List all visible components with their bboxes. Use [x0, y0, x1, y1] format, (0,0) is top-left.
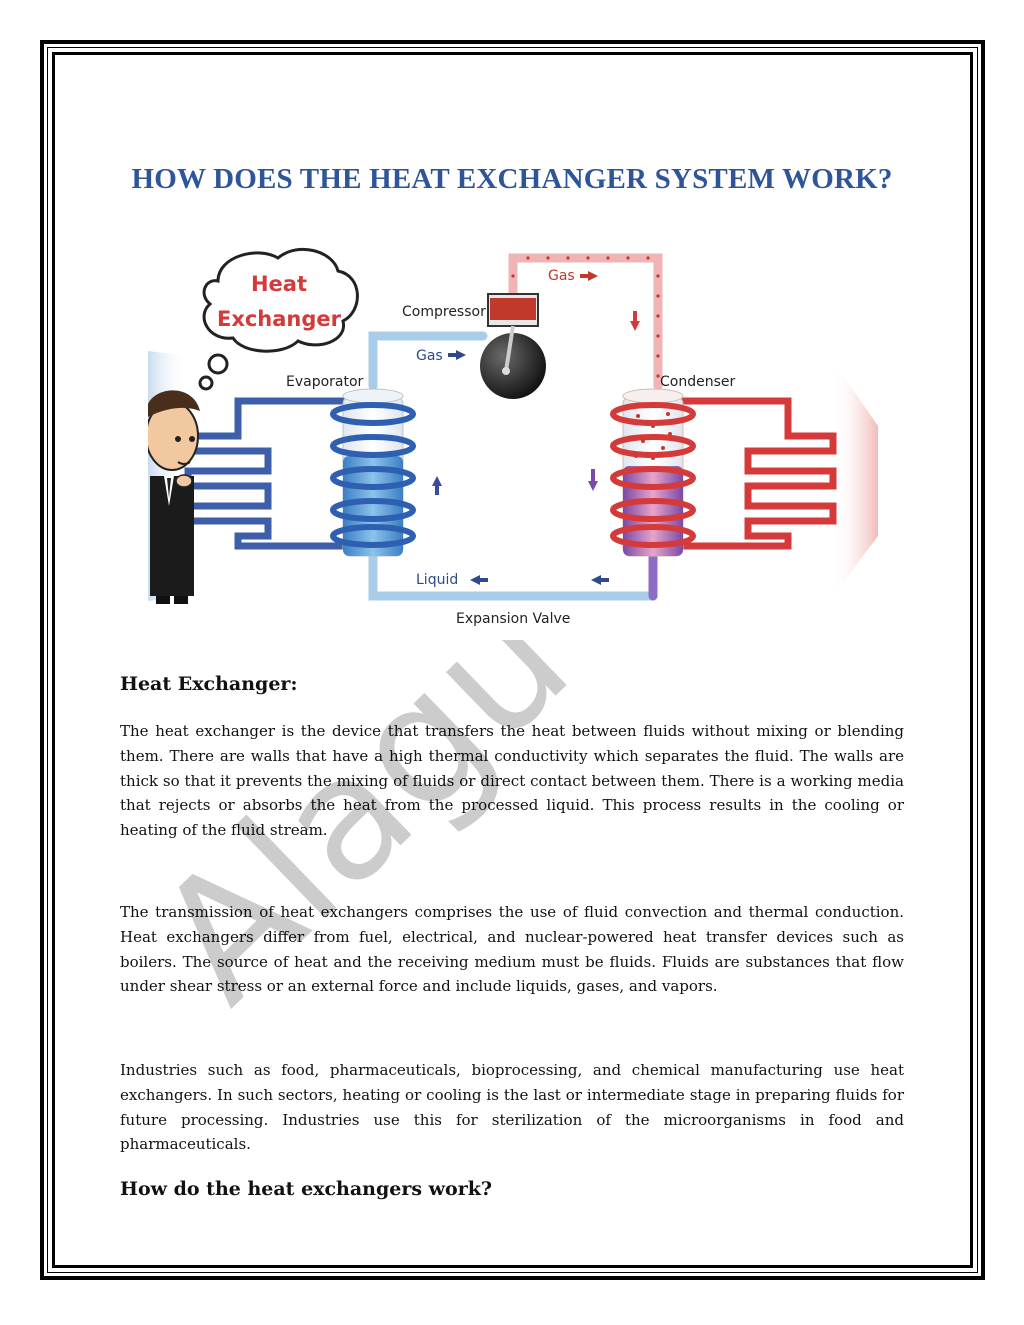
- evaporator-outer-coil: [184, 397, 348, 550]
- evaporator-inner-coil: [330, 402, 416, 548]
- section-heading-heat-exchanger: Heat Exchanger:: [120, 673, 298, 695]
- evaporator-label: Evaporator: [286, 374, 364, 390]
- arrow-left-icon: [591, 575, 601, 585]
- liquid-label: Liquid: [416, 572, 458, 588]
- paragraph-3: Industries such as food, pharmaceuticals…: [120, 1061, 904, 1154]
- bubble-text-line1: Heat: [251, 272, 307, 296]
- condenser-inner-coil: [610, 402, 696, 548]
- arrow-left-icon: [470, 575, 480, 585]
- gas-left-label: Gas: [416, 348, 443, 364]
- condenser-label: Condenser: [660, 374, 735, 390]
- arrow-right-icon: [588, 271, 598, 281]
- arrow-up-icon: [432, 476, 442, 486]
- gas-top-label: Gas: [548, 268, 575, 284]
- thought-bubble: [198, 247, 359, 391]
- compressor: [480, 293, 546, 399]
- heat-exchanger-diagram: Heat Exchanger Compressor Gas Gas Evapor…: [148, 247, 878, 627]
- bubble-text-line2: Exchanger: [217, 307, 342, 331]
- arrow-right-icon: [456, 350, 466, 360]
- page-border-inner: [52, 52, 973, 1268]
- arrow-down-icon: [630, 321, 640, 331]
- paragraph-1: The heat exchanger is the device that tr…: [120, 722, 904, 840]
- condenser-outer-coil: [678, 397, 837, 550]
- section-heading-how-work: How do the heat exchangers work?: [120, 1178, 493, 1200]
- page-border-middle: [47, 47, 978, 1273]
- hot-air-flow: [833, 361, 878, 596]
- liquid-pipe: [368, 551, 658, 601]
- page-border-outer: [40, 40, 985, 1280]
- expansion-valve-label: Expansion Valve: [456, 611, 570, 627]
- arrow-down-right-icon: [588, 481, 598, 491]
- gas-pipe-left: [368, 331, 488, 391]
- compressor-label: Compressor: [402, 304, 486, 320]
- businessman-illustration: [148, 390, 200, 604]
- page-title: HOW DOES THE HEAT EXCHANGER SYSTEM WORK?: [131, 163, 893, 195]
- paragraph-2: The transmission of heat exchangers comp…: [120, 903, 904, 996]
